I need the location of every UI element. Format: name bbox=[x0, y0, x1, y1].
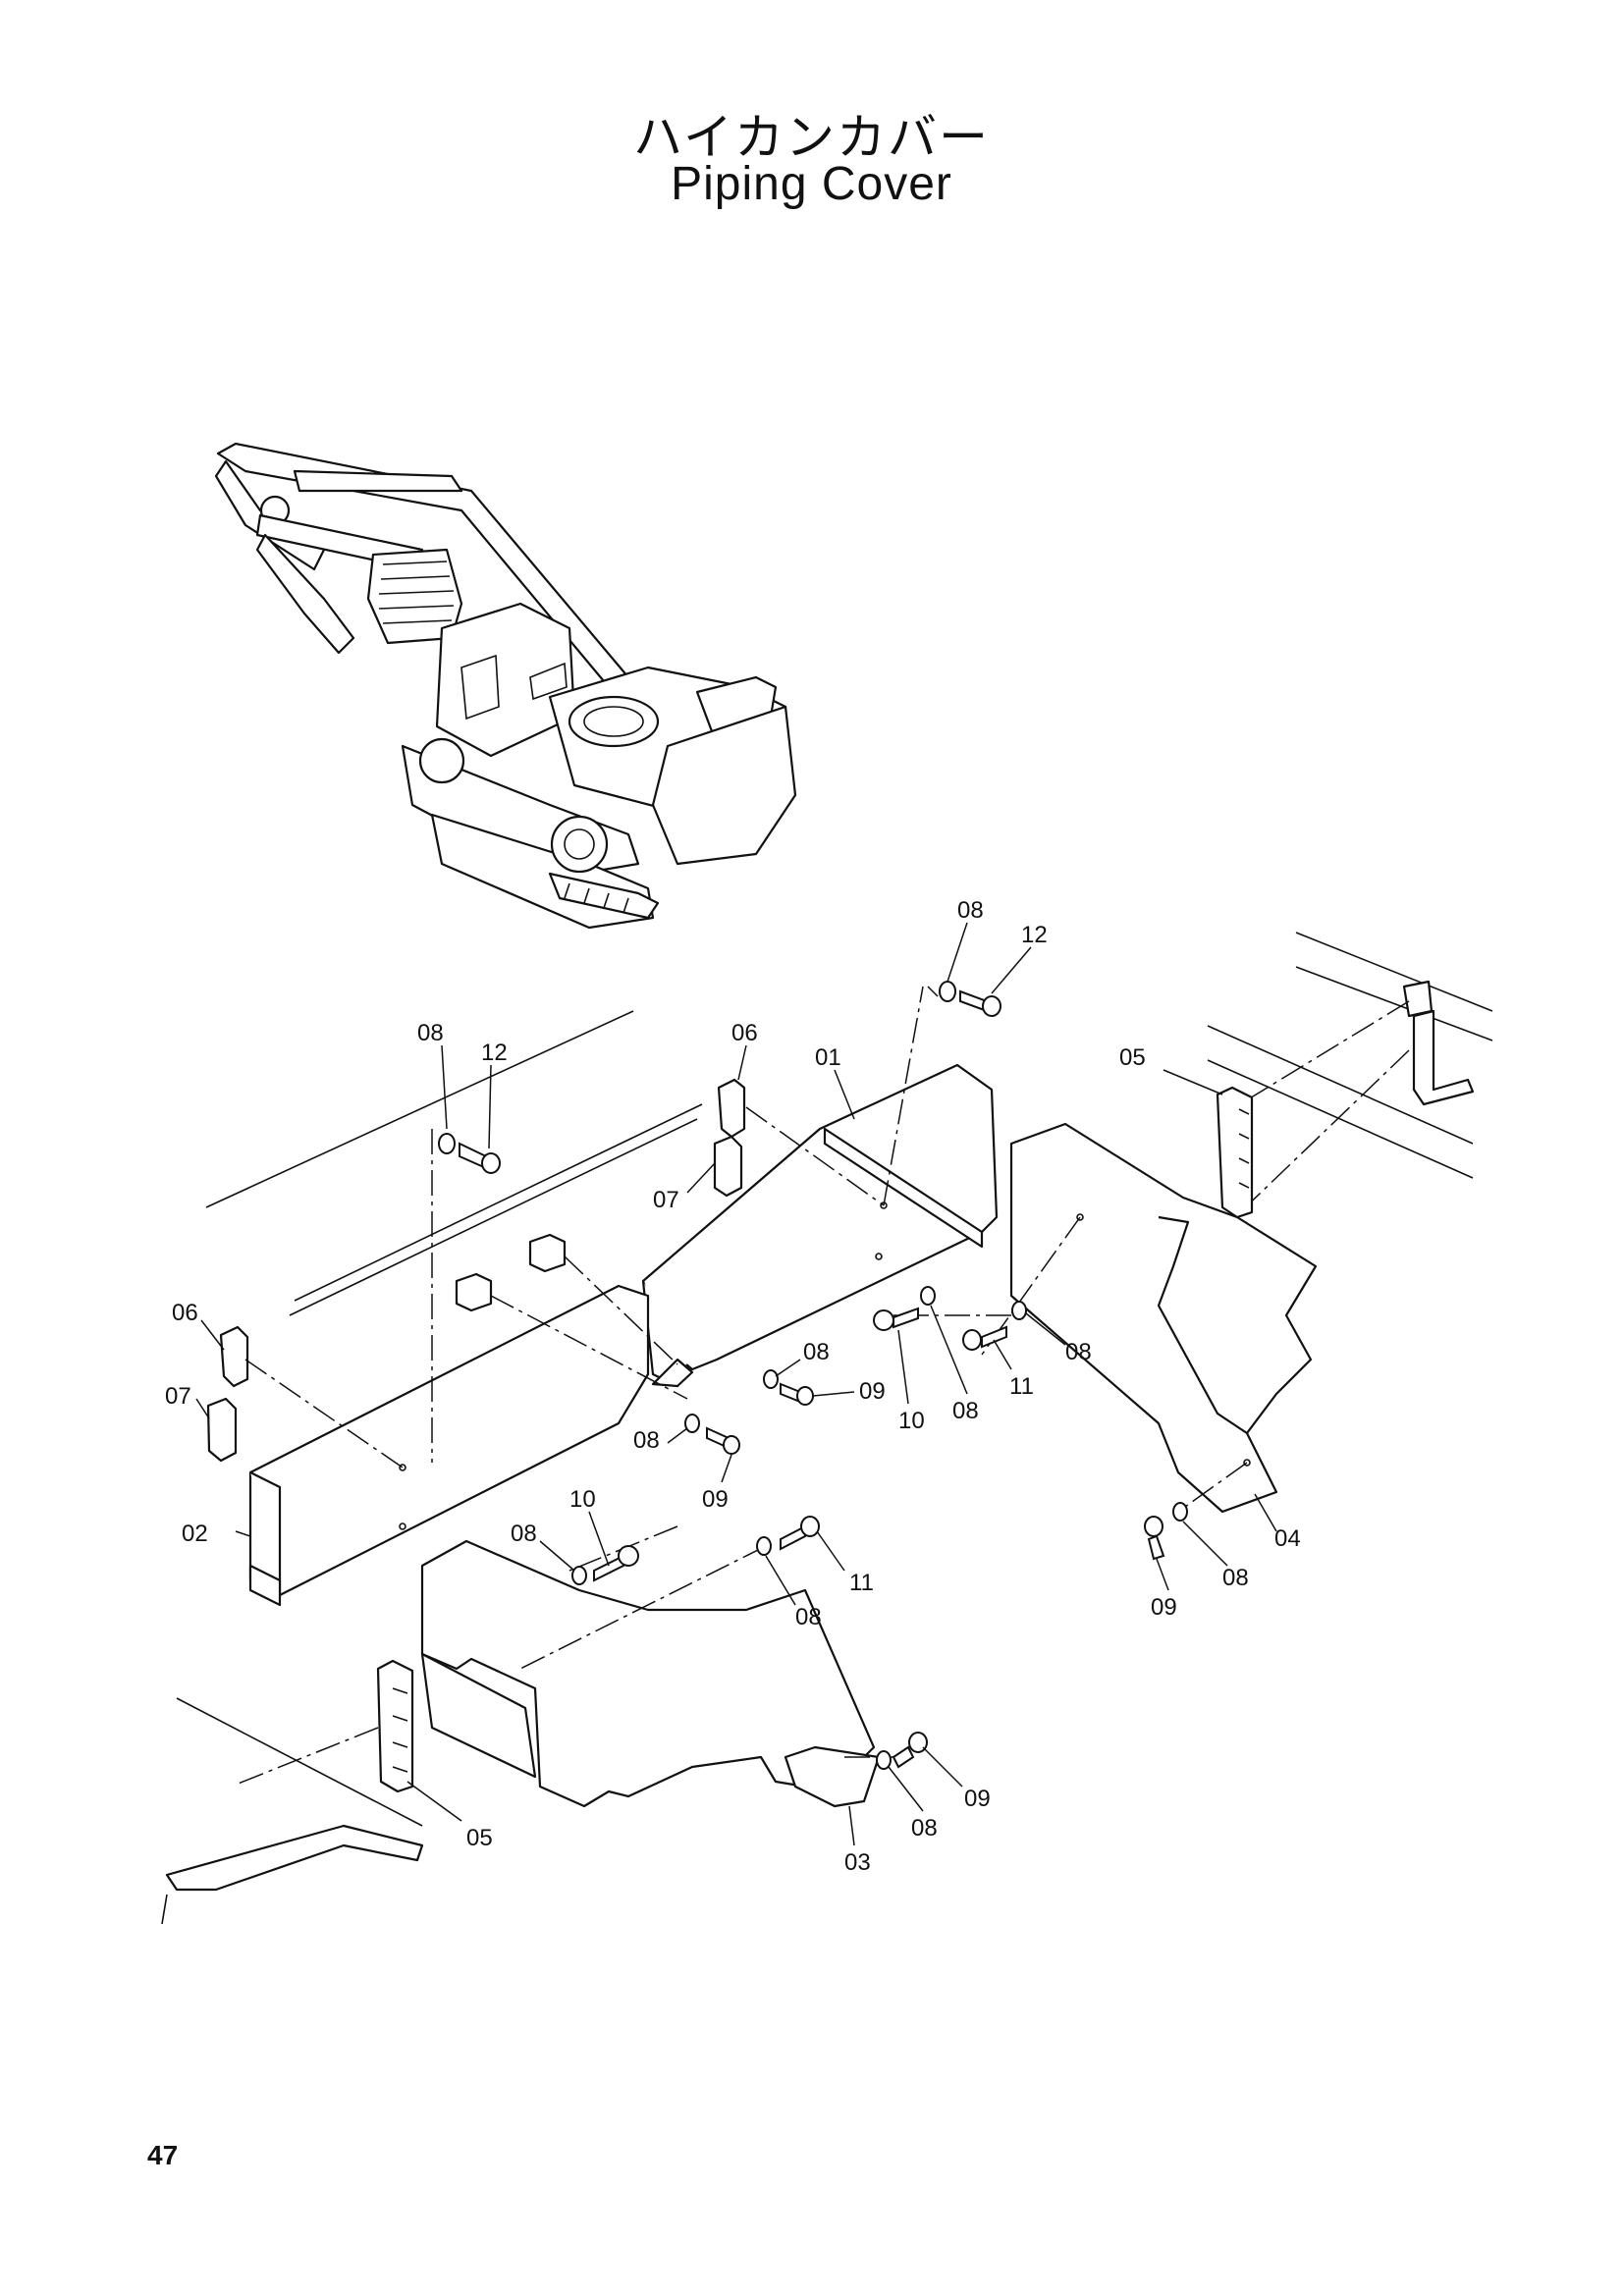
part-05-spacer-block-right bbox=[1216, 1086, 1254, 1219]
callout-08-c: 08 bbox=[1065, 1339, 1092, 1365]
callout-10-a: 10 bbox=[898, 1408, 925, 1434]
callout-05-right: 05 bbox=[1119, 1044, 1146, 1071]
callout-08-left: 08 bbox=[417, 1020, 444, 1046]
callout-06-left: 06 bbox=[172, 1300, 198, 1326]
excavator-overview-illustration bbox=[214, 442, 797, 930]
callout-09-b: 09 bbox=[702, 1486, 729, 1513]
callout-08-h: 08 bbox=[911, 1815, 938, 1842]
callout-08-d: 08 bbox=[633, 1427, 660, 1454]
callout-05-left: 05 bbox=[466, 1825, 493, 1851]
bolt-10-a bbox=[873, 1307, 919, 1331]
bolt-10-b bbox=[593, 1545, 639, 1582]
bolt-12-top bbox=[939, 981, 1001, 1017]
callout-08-b: 08 bbox=[952, 1398, 979, 1424]
callout-02: 02 bbox=[182, 1521, 208, 1547]
callout-09-a: 09 bbox=[859, 1378, 886, 1405]
callout-07-mid: 07 bbox=[653, 1187, 679, 1213]
callout-12-left: 12 bbox=[481, 1040, 508, 1066]
callout-08-top: 08 bbox=[957, 897, 984, 924]
leader-lines bbox=[195, 922, 1277, 1846]
callout-08-e: 08 bbox=[511, 1521, 537, 1547]
washer-08-g bbox=[1172, 1502, 1188, 1522]
callout-07-left: 07 bbox=[165, 1383, 191, 1410]
bolt-09-b bbox=[706, 1426, 740, 1455]
part-06-clamp-left bbox=[219, 1325, 249, 1388]
callout-11-a: 11 bbox=[1009, 1373, 1034, 1400]
bolt-09-a bbox=[780, 1382, 814, 1406]
callout-11-b: 11 bbox=[849, 1570, 874, 1596]
bolt-09-d bbox=[892, 1732, 928, 1769]
callout-04: 04 bbox=[1274, 1525, 1301, 1552]
washer-08-d bbox=[684, 1414, 700, 1433]
washer-08-e bbox=[571, 1566, 587, 1585]
washer-08-a bbox=[763, 1369, 779, 1389]
callout-08-g: 08 bbox=[1222, 1565, 1249, 1591]
callout-03: 03 bbox=[844, 1849, 871, 1876]
washer-08-b bbox=[920, 1286, 936, 1306]
title-japanese: ハイカンカバー bbox=[633, 109, 990, 166]
bolt-12-left bbox=[438, 1133, 501, 1174]
part-07-clamp-left bbox=[206, 1397, 238, 1463]
part-01-main-cover bbox=[641, 1063, 999, 1388]
callout-12-top: 12 bbox=[1021, 922, 1048, 948]
part-03-lower-cover bbox=[420, 1539, 881, 1808]
callout-06-mid: 06 bbox=[731, 1020, 758, 1046]
part-07-clamp-mid bbox=[713, 1135, 743, 1198]
part-06-clamp-mid bbox=[717, 1078, 746, 1139]
callout-09-d: 09 bbox=[964, 1786, 991, 1812]
bolt-11-b bbox=[780, 1516, 820, 1551]
callout-labels: 08 12 08 12 06 01 05 07 06 07 08 09 10 0… bbox=[165, 897, 1301, 1876]
part-05-spacer-block-left bbox=[235, 1659, 414, 1793]
callout-01: 01 bbox=[815, 1044, 841, 1071]
washer-08-h bbox=[876, 1750, 892, 1770]
page-number: 47 bbox=[147, 2140, 179, 2170]
title-english: Piping Cover bbox=[671, 158, 952, 210]
washer-08-c bbox=[1011, 1301, 1027, 1320]
callout-09-c: 09 bbox=[1151, 1594, 1177, 1621]
part-02-left-channel-cover bbox=[248, 1284, 650, 1607]
bolt-11-a bbox=[962, 1325, 1007, 1351]
frame-bracket-right bbox=[1234, 980, 1475, 1218]
reference-lines bbox=[161, 932, 1493, 1925]
part-04-right-bent-cover bbox=[1009, 1122, 1318, 1514]
callout-08-a: 08 bbox=[803, 1339, 830, 1365]
bolt-09-c bbox=[1144, 1516, 1165, 1561]
callout-08-f: 08 bbox=[795, 1604, 822, 1630]
spacer-cubes bbox=[455, 1233, 567, 1312]
callout-10-b: 10 bbox=[569, 1486, 596, 1513]
washer-08-f bbox=[756, 1536, 772, 1556]
